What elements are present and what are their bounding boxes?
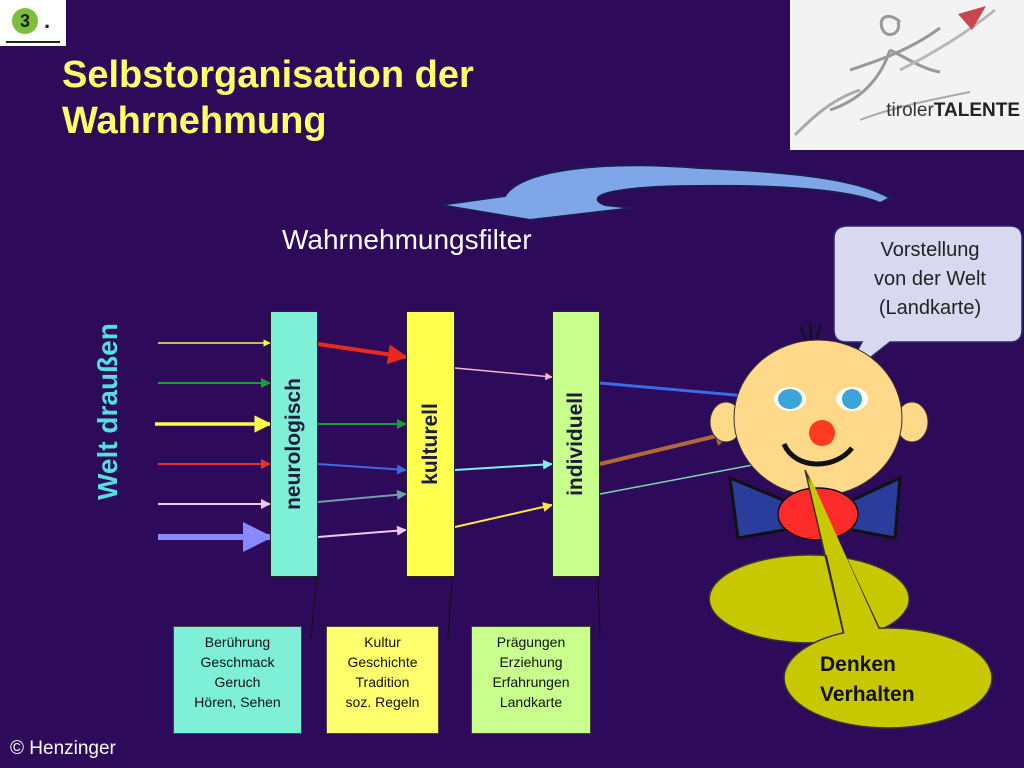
info-item: Geschichte [347, 654, 418, 670]
connector-line [310, 576, 318, 639]
connector-line [447, 576, 453, 639]
world-label: Welt draußen [92, 323, 123, 500]
neuro-arrow-1 [317, 342, 408, 365]
indiv-arrow-2 [599, 426, 735, 466]
filter-title: Wahrnehmungsfilter [282, 224, 532, 255]
filter-bar-neurologisch: neurologisch [270, 311, 318, 577]
info-item: Landkarte [499, 694, 563, 710]
info-item: Berührung [204, 634, 271, 650]
logo-text-prefix: tiroler [886, 100, 934, 121]
info-item: Erziehung [499, 654, 563, 670]
kultur-arrow-2 [454, 459, 553, 471]
slide-number: 3 [12, 8, 38, 34]
filter-bar-individuell: individuell [552, 311, 600, 577]
tiroler-talente-logo: tirolerTALENTE [790, 0, 1024, 150]
info-item: Geruch [214, 674, 261, 690]
nose-icon [809, 420, 835, 446]
logo-text-suffix: TALENTE [933, 100, 1020, 121]
info-box-individuell: Prägungen Erziehung Erfahrungen Landkart… [471, 626, 591, 734]
neuro-arrow-3 [317, 463, 407, 475]
slide-number-suffix: . [44, 8, 51, 33]
info-item: Hören, Sehen [194, 694, 281, 710]
info-box-kulturell: Kultur Geschichte Tradition soz. Regeln [326, 626, 439, 734]
face-icon [733, 339, 903, 497]
copyright: © Henzinger [10, 738, 116, 759]
page-title-line2: Wahrnehmung [62, 100, 327, 142]
eye-left-icon [778, 389, 802, 409]
filter-bar-kulturell: kulturell [406, 311, 455, 577]
neuro-arrow-5 [317, 525, 407, 538]
info-item: Tradition [355, 674, 410, 690]
kultur-arrow-1 [454, 367, 553, 381]
connector-line [597, 576, 601, 639]
neuro-arrow-4 [317, 489, 407, 503]
filter-label-kulturell: kulturell [418, 403, 442, 485]
speech-line: Vorstellung [880, 239, 980, 261]
badge-underline [6, 41, 60, 43]
info-item: Prägungen [496, 634, 566, 650]
page-title: Selbstorganisation der Wahrnehmung [62, 52, 622, 144]
kultur-arrow-3 [454, 502, 553, 528]
speech-bubble-text: Vorstellung von der Welt (Landkarte) [840, 236, 1020, 323]
slide-number-badge: 3 . [0, 0, 66, 46]
info-item: Geschmack [200, 654, 275, 670]
speech-line: (Landkarte) [878, 297, 982, 319]
denken-bubble [708, 469, 910, 644]
feedback-arrow [439, 164, 893, 222]
filter-label-individuell: individuell [564, 392, 587, 496]
info-item: Kultur [364, 634, 401, 650]
denken-line: Denken [820, 653, 896, 676]
page-title-line1: Selbstorganisation der [62, 54, 474, 96]
info-item: Erfahrungen [492, 674, 570, 690]
info-box-neurologisch: Berührung Geschmack Geruch Hören, Sehen [173, 626, 302, 734]
info-item: soz. Regeln [345, 694, 420, 710]
eye-right-icon [842, 389, 862, 409]
logo-text: tirolerTALENTE [886, 100, 1020, 122]
denken-line: Verhalten [820, 683, 915, 706]
denken-bubble-text: Denken Verhalten [820, 650, 970, 710]
mouth-icon [781, 442, 854, 467]
speech-line: von der Welt [874, 268, 986, 290]
runner-logo-icon [793, 6, 996, 137]
filter-label-neurologisch: neurologisch [282, 378, 305, 510]
